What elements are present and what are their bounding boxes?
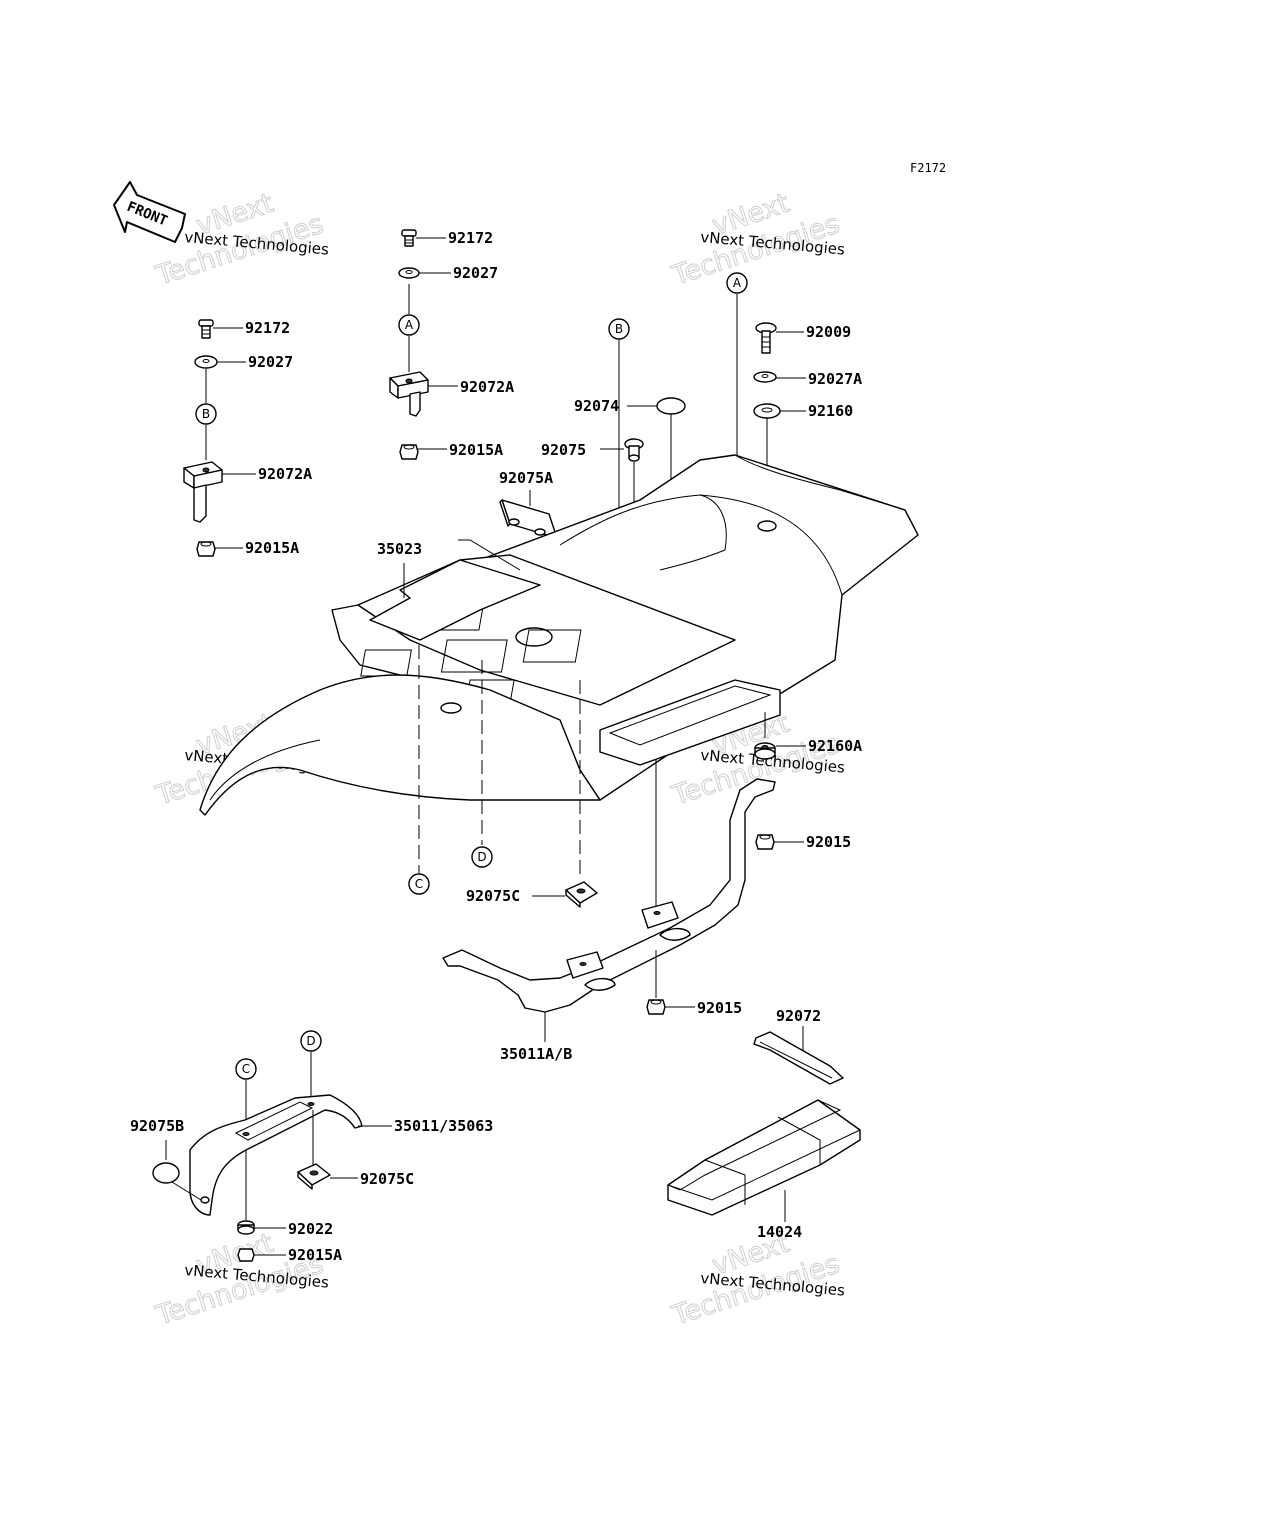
- grommet-92075B-icon: [152, 1162, 180, 1184]
- label-92075C-low: 92075C: [360, 1170, 414, 1188]
- grommet-92075-icon: [624, 438, 644, 462]
- damper-92075A-icon: [499, 499, 558, 539]
- svg-text:A: A: [733, 276, 742, 290]
- label-92075A: 92075A: [499, 469, 553, 487]
- ref-circle-c-low: C: [235, 1058, 257, 1080]
- svg-text:D: D: [306, 1034, 315, 1048]
- label-92015-right: 92015: [806, 833, 851, 851]
- label-35023: 35023: [377, 540, 422, 558]
- bolt-92172-top-icon: [401, 229, 417, 247]
- collar-92022-icon: [237, 1220, 255, 1235]
- svg-text:D: D: [477, 850, 486, 864]
- ref-circle-b-left: B: [195, 403, 217, 425]
- ref-circle-d-mid: D: [471, 846, 493, 868]
- svg-text:B: B: [615, 322, 623, 336]
- rear-fender-35023-icon: [199, 454, 919, 816]
- label-92027-left: 92027: [248, 353, 293, 371]
- damper-92075C-low-icon: [297, 1163, 331, 1190]
- label-92015A-low: 92015A: [288, 1246, 342, 1264]
- nut-92015-right-icon: [755, 834, 775, 850]
- nut-92015A-left-icon: [196, 541, 216, 557]
- bolt-92009-icon: [755, 322, 777, 354]
- bracket-92072A-left-icon: [183, 461, 223, 523]
- svg-text:B: B: [202, 407, 210, 421]
- label-92075B: 92075B: [130, 1117, 184, 1135]
- nut-92015-mid-icon: [646, 999, 666, 1015]
- label-92009: 92009: [806, 323, 851, 341]
- battery-14024-icon: [666, 1099, 861, 1216]
- label-92015A-top: 92015A: [449, 441, 503, 459]
- ref-circle-c-mid: C: [408, 873, 430, 895]
- svg-text:C: C: [415, 877, 423, 891]
- label-35011-35063: 35011/35063: [394, 1117, 493, 1135]
- label-92172-top: 92172: [448, 229, 493, 247]
- ref-circle-d-low: D: [300, 1030, 322, 1052]
- label-92160: 92160: [808, 402, 853, 420]
- damper-92075C-mid-icon: [565, 881, 598, 908]
- watermark-bottom-right: vNext Technologies vNext Technologies: [667, 1227, 846, 1332]
- watermark-top-right: vNext Technologies vNext Technologies: [667, 187, 846, 292]
- label-92160A: 92160A: [808, 737, 862, 755]
- bracket-92072A-top-icon: [389, 371, 429, 417]
- label-92172-left: 92172: [245, 319, 290, 337]
- label-92074: 92074: [574, 397, 619, 415]
- washer-92160-icon: [753, 403, 781, 419]
- watermark-top-left: vNext Technologies vNext Technologies: [151, 187, 330, 292]
- label-35011AB: 35011A/B: [500, 1045, 572, 1063]
- bracket-35011-35063-icon: [189, 1094, 363, 1216]
- washer-92027-left-icon: [194, 355, 218, 369]
- svg-text:A: A: [405, 318, 414, 332]
- nut-92015A-top-icon: [399, 444, 419, 460]
- cap-92074-icon: [656, 397, 686, 415]
- label-92075: 92075: [541, 441, 586, 459]
- bolt-92172-left-icon: [198, 319, 214, 339]
- frame-35011AB-icon: [442, 778, 776, 1013]
- ref-circle-a-right: A: [726, 272, 748, 294]
- watermark-bottom-left: vNext Technologies vNext Technologies: [151, 1227, 330, 1332]
- label-92027A: 92027A: [808, 370, 862, 388]
- ref-circle-a-top: A: [398, 314, 420, 336]
- collar-92160A-icon: [754, 742, 776, 760]
- strap-92072-icon: [753, 1031, 844, 1085]
- nut-92015A-low-icon: [237, 1248, 255, 1262]
- label-92027-top: 92027: [453, 264, 498, 282]
- label-14024: 14024: [757, 1223, 802, 1241]
- ref-circle-b-mid: B: [608, 318, 630, 340]
- svg-text:C: C: [242, 1062, 250, 1076]
- label-92022: 92022: [288, 1220, 333, 1238]
- front-arrow-icon: FRONT: [113, 181, 186, 243]
- label-92072A-left: 92072A: [258, 465, 312, 483]
- label-92015A-left: 92015A: [245, 539, 299, 557]
- label-92015-mid: 92015: [697, 999, 742, 1017]
- figure-code: F2172: [910, 161, 946, 175]
- label-92075C-mid: 92075C: [466, 887, 520, 905]
- washer-92027A-icon: [753, 371, 777, 383]
- label-92072: 92072: [776, 1007, 821, 1025]
- label-92072A-top: 92072A: [460, 378, 514, 396]
- washer-92027-top-icon: [398, 267, 420, 279]
